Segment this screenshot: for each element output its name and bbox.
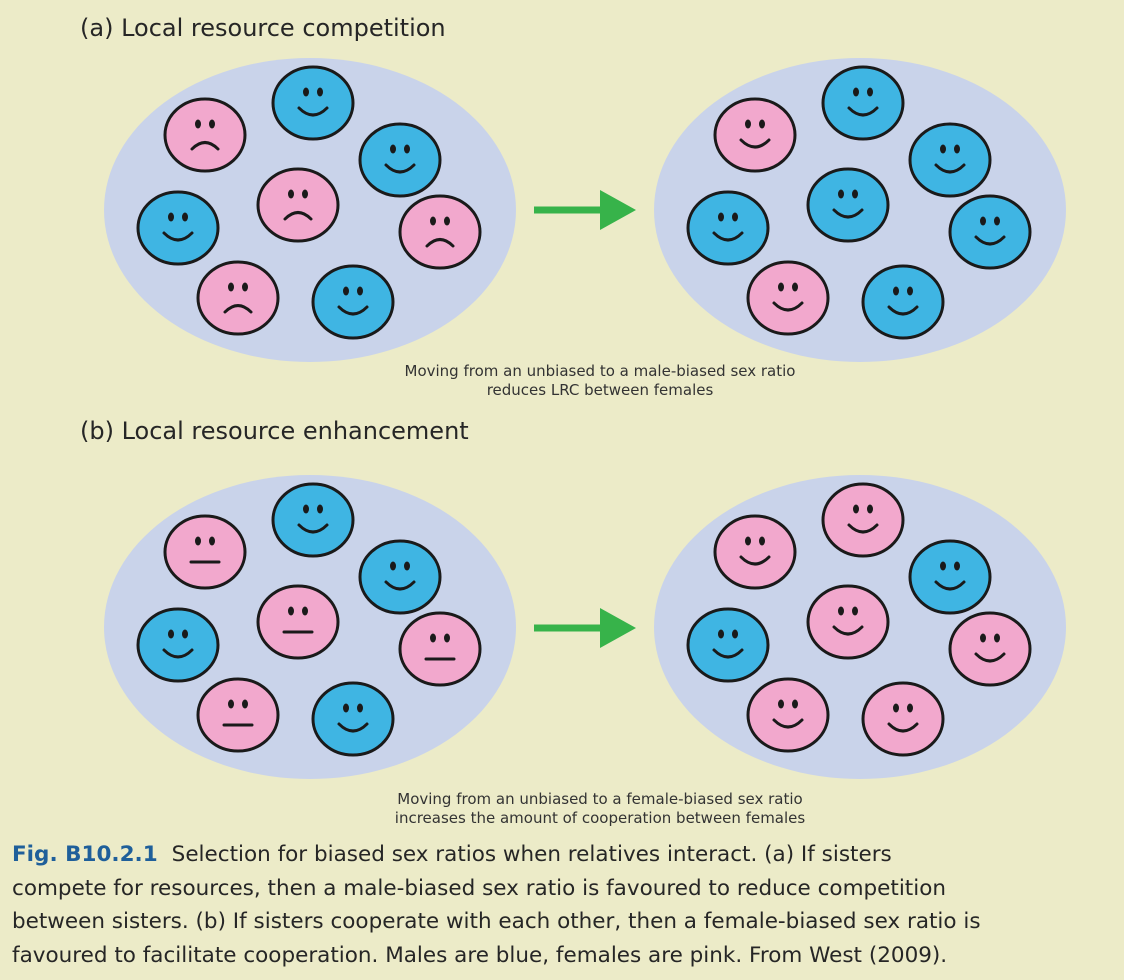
figure-caption: Fig. B10.2.1 Selection for biased sex rat… [12,838,1124,972]
caption-line: increases the amount of cooperation betw… [394,809,806,827]
male-happy-face-icon [311,681,395,757]
male-happy-face-icon [948,194,1032,270]
male-happy-face-icon [271,482,355,558]
male-happy-face-icon [686,607,770,683]
female-happy-face-icon [713,97,797,173]
female-happy-face-icon [806,584,890,660]
caption-line: Moving from an unbiased to a male-biased… [404,362,796,380]
figure-caption-line-4: favoured to facilitate cooperation. Male… [12,942,948,968]
male-happy-face-icon [806,167,890,243]
female-sad-face-icon [163,97,247,173]
female-happy-face-icon [948,611,1032,687]
male-happy-face-icon [358,122,442,198]
figure-caption-line-2: compete for resources, then a male-biase… [12,875,946,901]
panel-b-caption: Moving from an unbiased to a female-bias… [300,790,900,828]
panel-a-caption: Moving from an unbiased to a male-biased… [300,362,900,400]
female-sad-face-icon [256,167,340,243]
male-happy-face-icon [136,190,220,266]
male-happy-face-icon [271,65,355,141]
male-happy-face-icon [136,607,220,683]
female-sad-face-icon [398,194,482,270]
arrow-right-icon [534,190,636,230]
caption-line: reduces LRC between females [486,381,714,399]
male-happy-face-icon [861,264,945,340]
male-happy-face-icon [358,539,442,615]
female-happy-face-icon [746,677,830,753]
arrow-right-icon [534,608,636,648]
female-neutral-face-icon [398,611,482,687]
figure-caption-line-1: Fig. B10.2.1 Selection for biased sex rat… [12,838,1124,872]
male-happy-face-icon [311,264,395,340]
panel-a-diagram [104,58,1066,362]
female-happy-face-icon [746,260,830,336]
female-happy-face-icon [861,681,945,757]
male-happy-face-icon [821,65,905,141]
female-neutral-face-icon [256,584,340,660]
panel-b-title: (b) Local resource enhancement [80,417,469,445]
male-happy-face-icon [908,122,992,198]
figure-label: Fig. B10.2.1 [12,842,158,867]
panel-a-title: (a) Local resource competition [80,14,446,42]
male-happy-face-icon [686,190,770,266]
female-happy-face-icon [713,514,797,590]
female-happy-face-icon [821,482,905,558]
panel-b-diagram [104,475,1066,779]
caption-text: Selection for biased sex ratios when rel… [171,842,892,867]
caption-line: Moving from an unbiased to a female-bias… [397,790,803,808]
female-neutral-face-icon [196,677,280,753]
figure-caption-line-3: between sisters. (b) If sisters cooperat… [12,909,981,934]
female-neutral-face-icon [163,514,247,590]
male-happy-face-icon [908,539,992,615]
female-sad-face-icon [196,260,280,336]
